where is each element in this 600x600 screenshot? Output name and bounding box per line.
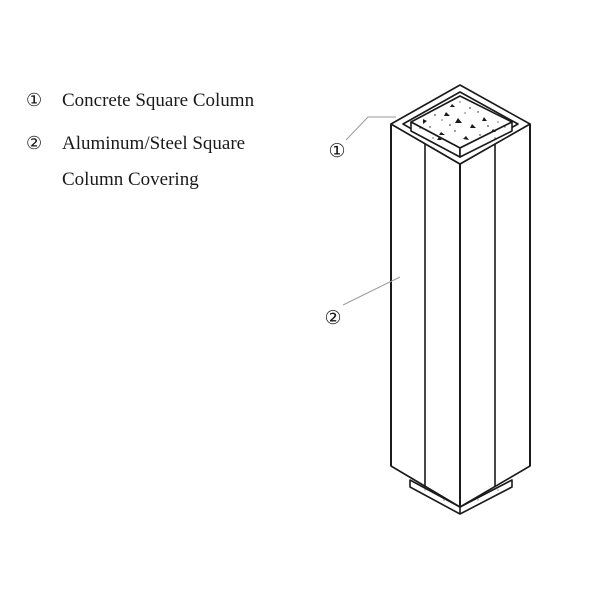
legend-item-column-covering: ② Aluminum/Steel Square Column Covering xyxy=(26,131,254,198)
callout-1: ① xyxy=(328,140,345,162)
legend: ① Concrete Square Column ② Aluminum/Stee… xyxy=(26,88,254,210)
leader-line-1 xyxy=(345,116,396,141)
leader-line-2 xyxy=(342,276,401,306)
legend-number-1: ① xyxy=(26,90,43,111)
column-covering xyxy=(390,123,531,508)
legend-number-2: ② xyxy=(26,133,43,154)
legend-item-concrete-column: ① Concrete Square Column xyxy=(26,88,254,119)
concrete-core xyxy=(410,95,513,158)
legend-label-2-line1: Aluminum/Steel Square xyxy=(62,133,246,154)
legend-label-2: Aluminum/Steel Square Column Covering xyxy=(62,126,245,198)
callout-2: ② xyxy=(324,307,341,329)
legend-label-1: Concrete Square Column xyxy=(62,90,255,111)
legend-label-2-line2: Column Covering xyxy=(62,169,199,190)
concrete-texture xyxy=(419,101,506,140)
base-texture xyxy=(424,489,499,501)
